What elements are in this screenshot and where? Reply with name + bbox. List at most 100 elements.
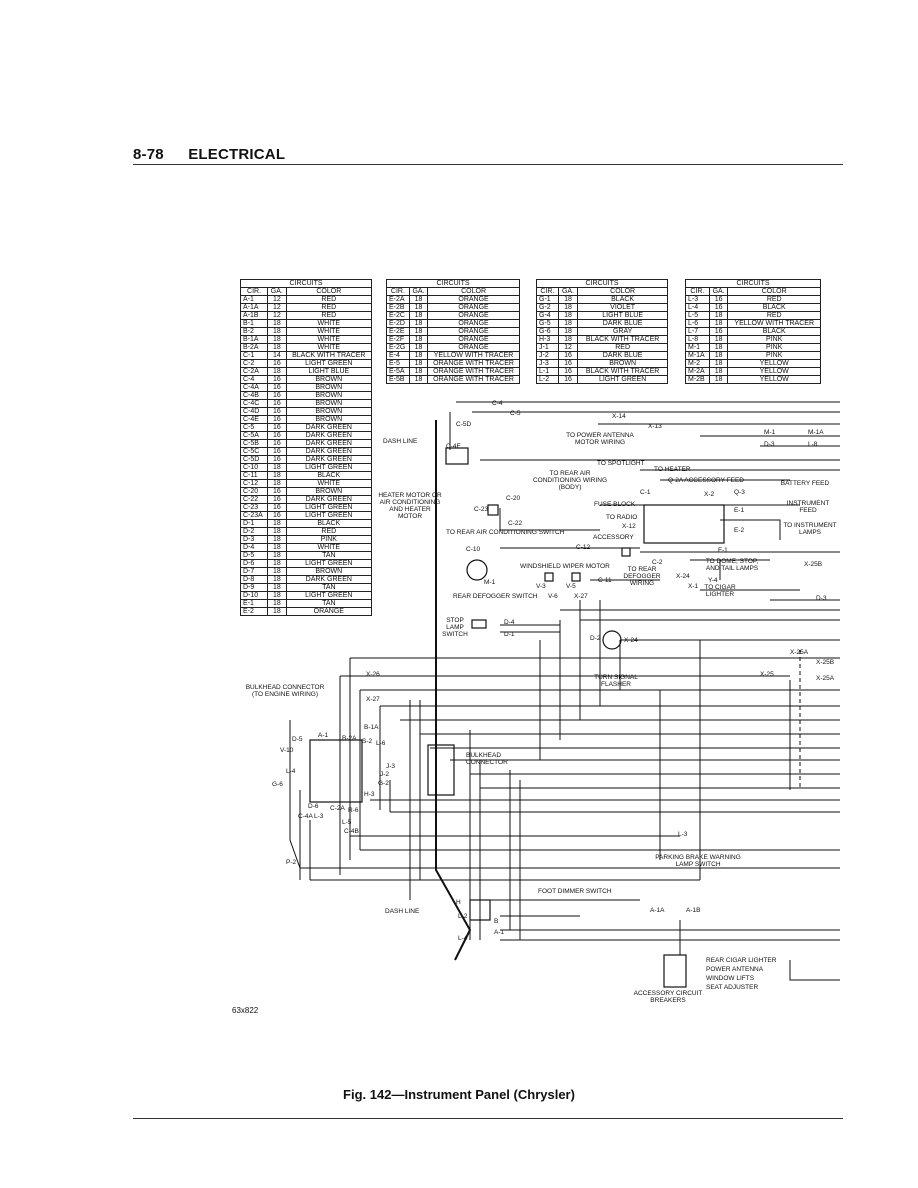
label-accessory: ACCESSORY bbox=[593, 534, 634, 541]
bulkhead-connector-symbol bbox=[427, 744, 455, 796]
label-battery-feed: BATTERY FEED bbox=[780, 480, 830, 487]
wire-tag: D-3 bbox=[816, 595, 827, 602]
wire-tag: D-2 bbox=[590, 635, 601, 642]
figure-id: 63x822 bbox=[232, 1006, 259, 1015]
wire-tag: X-27 bbox=[366, 696, 380, 703]
label-heater: TO HEATER bbox=[654, 466, 691, 473]
wire-tag: X-24 bbox=[624, 637, 638, 644]
label-instrument-feed: INSTRUMENT FEED bbox=[786, 500, 830, 514]
cell-cir: L-2 bbox=[536, 375, 559, 384]
wire-tag: Y-4 bbox=[708, 577, 718, 584]
wire-tag: C-4E bbox=[446, 443, 461, 450]
label-circuit-breakers: ACCESSORY CIRCUIT BREAKERS bbox=[633, 990, 703, 1004]
wire-tag: C-11 bbox=[598, 577, 612, 584]
label-accessory-feed: Q-2A ACCESSORY FEED bbox=[668, 477, 744, 484]
wire-tag: A-1B bbox=[686, 907, 700, 914]
wire-tag: C-12 bbox=[576, 544, 590, 551]
wire-tag: X-24 bbox=[676, 573, 690, 580]
wire-tag: C-5 bbox=[510, 410, 521, 417]
label-windshield-wiper: WINDSHIELD WIPER MOTOR bbox=[520, 563, 610, 570]
cell-cir: M-2B bbox=[685, 375, 710, 384]
circuit-breakers-symbol bbox=[663, 954, 687, 988]
section-title: ELECTRICAL bbox=[188, 146, 286, 163]
label-power-antenna: TO POWER ANTENNA MOTOR WIRING bbox=[566, 432, 634, 446]
wire-tag: C-22 bbox=[508, 520, 522, 527]
wire-tag: Q-3 bbox=[734, 489, 745, 496]
page-header: 8-78 ELECTRICAL bbox=[133, 146, 285, 163]
wire-lines bbox=[289, 401, 840, 981]
label-dome-lamps: TO DOME, STOP, AND TAIL LAMPS bbox=[705, 558, 759, 572]
label-bulkhead: BULKHEAD CONNECTOR bbox=[466, 752, 508, 766]
wire-tag: X-2 bbox=[704, 491, 715, 498]
rear-defogger-switch-symbol bbox=[466, 559, 488, 581]
wire-tag: G-2 bbox=[378, 780, 389, 787]
wire-tag: C-4 bbox=[492, 400, 503, 407]
wire-tag: X-12 bbox=[622, 523, 636, 530]
wire-tag: X-25A bbox=[816, 675, 835, 682]
cell-color: ORANGE bbox=[285, 607, 373, 616]
wire-tag: L-3 bbox=[314, 813, 324, 820]
footer-rule bbox=[133, 1118, 843, 1119]
label-stop-lamp-switch: STOP LAMP SWITCH bbox=[442, 617, 468, 638]
wire-tag: L-5 bbox=[342, 819, 352, 826]
wire-tag: V-5 bbox=[566, 583, 576, 590]
wiper-motor-connector bbox=[544, 572, 554, 582]
wire-tag: L-4 bbox=[458, 935, 468, 942]
wire-tag: J-3 bbox=[386, 763, 395, 770]
wire-tag: X-14 bbox=[612, 413, 626, 420]
wire-tag: E-1 bbox=[734, 507, 745, 514]
wire-tag: C-10 bbox=[466, 546, 480, 553]
wire-tag: B bbox=[494, 918, 498, 925]
wire-tag: E-2 bbox=[734, 527, 745, 534]
label-radio: TO RADIO bbox=[606, 514, 637, 521]
wire-tag: C-4A bbox=[298, 813, 313, 820]
label-window-lifts: WINDOW LIFTS bbox=[706, 975, 755, 982]
wire-tag: L-8 bbox=[808, 441, 818, 448]
label-rear-ac-switch: TO REAR AIR CONDITIONING SWITCH bbox=[446, 529, 565, 536]
wire-tag: C-1 bbox=[640, 489, 651, 496]
label-rear-defogger-switch: REAR DEFOGGER SWITCH bbox=[453, 593, 538, 600]
diagram-labels: DASH LINE HEATER MOTOR OR AIR CONDITIONI… bbox=[246, 432, 837, 1004]
wire-tag: G-6 bbox=[272, 781, 283, 788]
heater-motor-symbol bbox=[445, 447, 469, 465]
wire-tag: R-6 bbox=[348, 807, 359, 814]
label-seat-adjuster: SEAT ADJUSTER bbox=[706, 984, 758, 991]
wire-tag: L-6 bbox=[376, 740, 386, 747]
wire-tag: X-26 bbox=[366, 671, 380, 678]
label-heater-motor: HEATER MOTOR OR AIR CONDITIONING AND HEA… bbox=[378, 492, 442, 520]
wire-tag: D-1 bbox=[504, 631, 515, 638]
wire-tag: V-10 bbox=[280, 747, 294, 754]
label-rear-cigar: REAR CIGAR LIGHTER bbox=[706, 957, 777, 964]
label-turn-flasher: TURN SIGNAL FLASHER bbox=[594, 674, 638, 688]
label-rear-ac: TO REAR AIR CONDITIONING WIRING (BODY) bbox=[532, 470, 608, 491]
wire-tag: D-5 bbox=[292, 736, 303, 743]
wire-tag: X-25B bbox=[804, 561, 822, 568]
label-dash-line-bottom: DASH LINE bbox=[385, 908, 420, 915]
cell-color: YELLOW bbox=[727, 375, 821, 384]
wire-tag: S-2 bbox=[362, 738, 373, 745]
cell-ga: 18 bbox=[408, 375, 429, 384]
wire-tag: V-6 bbox=[548, 593, 558, 600]
wire-tag: C-2 bbox=[652, 559, 663, 566]
wire-tag: C-4B bbox=[344, 828, 359, 835]
wire-tag: L-2 bbox=[458, 913, 468, 920]
ignition-switch-symbol bbox=[309, 739, 363, 803]
wire-tag: F-1 bbox=[718, 547, 728, 554]
fuse-block-symbol bbox=[643, 504, 725, 544]
wire-tag: D-6 bbox=[308, 803, 319, 810]
wire-tag: C-5D bbox=[456, 421, 471, 428]
ac-switch-symbol bbox=[487, 504, 499, 516]
wire-tag: A-1A bbox=[650, 907, 665, 914]
components bbox=[309, 447, 725, 988]
wire-tag: P-2 bbox=[286, 859, 297, 866]
foot-dimmer-switch-symbol bbox=[469, 899, 491, 921]
wire-tag: L-3 bbox=[678, 831, 688, 838]
